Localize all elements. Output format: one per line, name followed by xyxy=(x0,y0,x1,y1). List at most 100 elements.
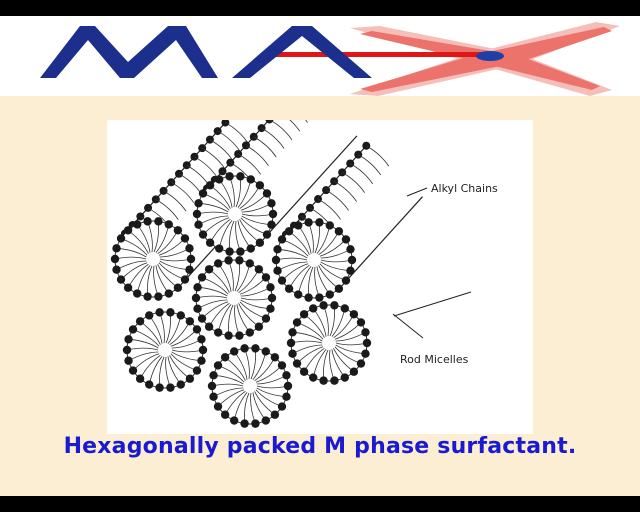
head-group xyxy=(143,217,152,226)
head-group xyxy=(235,331,244,340)
head-group xyxy=(315,218,324,227)
logo-letter-a xyxy=(232,26,372,78)
head-group xyxy=(294,221,303,230)
head-group xyxy=(245,259,254,268)
head-group xyxy=(154,217,163,226)
head-group xyxy=(213,402,223,411)
head-group xyxy=(334,284,344,293)
head-group xyxy=(346,266,355,275)
head-group xyxy=(334,227,344,236)
head-group xyxy=(176,380,185,389)
head-group xyxy=(292,318,302,327)
micelle-cross-section xyxy=(207,344,293,428)
head-group xyxy=(205,181,215,190)
head-group xyxy=(135,317,145,326)
head-group xyxy=(192,325,202,334)
head-group xyxy=(133,289,142,298)
head-group xyxy=(267,220,276,229)
head-group xyxy=(294,290,303,299)
alkyl-chain xyxy=(245,145,269,166)
head-group xyxy=(341,276,351,285)
head-group xyxy=(198,230,208,239)
alkyl-chain xyxy=(366,145,390,167)
head-group xyxy=(197,314,207,323)
head-group xyxy=(261,347,270,356)
alkyl-chain xyxy=(163,190,187,212)
head-group xyxy=(314,195,323,204)
head-group xyxy=(124,356,133,365)
head-group xyxy=(330,177,339,186)
head-group xyxy=(192,366,202,375)
head-group xyxy=(128,366,138,375)
alkyl-chain xyxy=(194,156,218,178)
head-group xyxy=(215,175,224,184)
head-group xyxy=(112,265,121,274)
head-group xyxy=(246,244,255,253)
head-group xyxy=(282,392,291,401)
head-group xyxy=(164,220,173,229)
head-group xyxy=(116,275,126,284)
logo-dot xyxy=(476,51,504,61)
alkyl-chain xyxy=(261,127,285,149)
alkyl-chain xyxy=(201,147,226,169)
head-group xyxy=(340,304,349,313)
head-group xyxy=(267,199,276,208)
head-group xyxy=(362,338,372,348)
logo-beam xyxy=(262,52,488,57)
head-group xyxy=(154,292,163,301)
head-group xyxy=(166,383,175,392)
head-group xyxy=(261,416,270,425)
head-group xyxy=(349,367,359,376)
head-group xyxy=(262,230,272,239)
head-group xyxy=(220,410,230,419)
head-group xyxy=(284,227,294,236)
head-group xyxy=(245,328,254,337)
head-group xyxy=(325,221,334,230)
alkyl-chain xyxy=(155,199,179,220)
rod-micelles-label: Rod Micelles xyxy=(400,353,469,366)
head-group xyxy=(288,328,297,337)
micelle-diagram: Alkyl Chains Rod Micelles xyxy=(110,120,498,428)
head-group xyxy=(235,256,244,265)
head-group xyxy=(164,289,173,298)
micelle-cross-section xyxy=(286,301,372,385)
head-group xyxy=(180,234,190,243)
alkyl-chain xyxy=(237,153,261,175)
head-group xyxy=(284,284,294,293)
head-group xyxy=(155,383,164,392)
head-group xyxy=(194,220,203,229)
head-group xyxy=(191,293,201,303)
head-group xyxy=(173,226,183,235)
head-group xyxy=(218,167,227,176)
head-group xyxy=(230,347,239,356)
head-group xyxy=(268,209,278,219)
alkyl-chain xyxy=(289,120,301,132)
head-group xyxy=(205,238,215,247)
head-group xyxy=(346,245,355,254)
head-group xyxy=(266,304,275,313)
alkyl-chains-label: Alkyl Chains xyxy=(431,182,498,195)
head-group xyxy=(286,338,296,348)
head-group xyxy=(166,308,175,317)
head-group xyxy=(186,254,196,264)
head-group xyxy=(215,244,224,253)
head-group xyxy=(304,293,313,302)
max-logo xyxy=(40,22,620,96)
annotations: Alkyl Chains Rod Micelles xyxy=(392,182,498,366)
head-group xyxy=(262,189,272,198)
head-group xyxy=(185,265,194,274)
head-group xyxy=(122,345,132,355)
head-group xyxy=(133,220,142,229)
head-group xyxy=(213,361,223,370)
head-group xyxy=(261,314,271,323)
head-group xyxy=(306,203,314,212)
head-group xyxy=(304,218,313,227)
alkyl-chain xyxy=(325,189,349,211)
head-group xyxy=(299,310,309,319)
head-group xyxy=(292,359,302,368)
head-group xyxy=(277,402,287,411)
head-group xyxy=(254,265,264,274)
head-group xyxy=(173,283,183,292)
head-group xyxy=(145,311,154,320)
head-group xyxy=(155,308,164,317)
